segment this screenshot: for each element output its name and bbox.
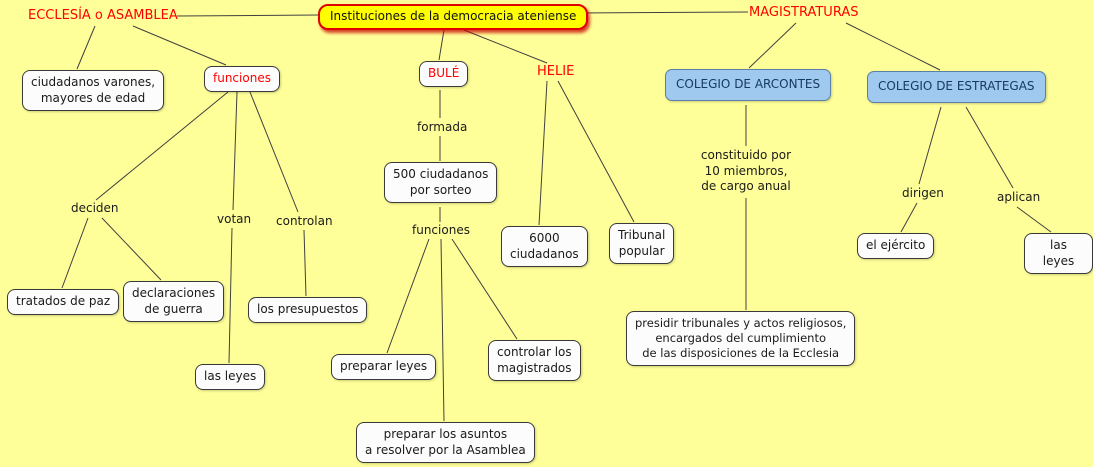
label-formada: formada — [417, 120, 468, 134]
node-colegio-estrategas: COLEGIO DE ESTRATEGAS — [867, 71, 1046, 103]
label-deciden: deciden — [71, 201, 119, 215]
node-tratados-de-paz: tratados de paz — [7, 289, 120, 315]
connector — [228, 227, 233, 364]
connector — [386, 238, 430, 354]
label-funciones-bule: funciones — [412, 223, 470, 237]
connector — [176, 14, 319, 17]
connector — [132, 25, 227, 66]
connector — [748, 22, 797, 69]
node-preparar-asuntos: preparar los asuntos a resolver por la A… — [356, 422, 535, 464]
node-funciones-ecclesia: funciones — [204, 66, 280, 92]
connector — [538, 80, 548, 226]
node-preparar-leyes: preparar leyes — [331, 354, 437, 380]
connector — [965, 106, 1014, 189]
connector — [557, 80, 635, 223]
connector — [303, 229, 307, 297]
node-declaraciones-de-guerra: declaraciones de guerra — [123, 281, 225, 323]
node-bule: BULÉ — [419, 61, 469, 87]
label-controlan: controlan — [276, 214, 333, 228]
node-500-ciudadanos: 500 ciudadanos por sorteo — [384, 162, 498, 204]
connector — [76, 25, 96, 70]
connector — [61, 217, 89, 289]
node-el-ejercito: el ejército — [857, 233, 935, 259]
node-los-presupuestos: los presupuestos — [248, 297, 368, 323]
heading-ecclesia: ECCLESÍA o ASAMBLEA — [28, 8, 178, 23]
label-votan: votan — [217, 212, 252, 226]
node-presidir-tribunales: presidir tribunales y actos religiosos, … — [626, 311, 856, 366]
connector — [900, 202, 918, 233]
node-ciudadanos-varones: ciudadanos varones, mayores de edad — [22, 70, 165, 112]
label-constituido-por: constituido por 10 miembros, de cargo an… — [700, 148, 792, 194]
connector — [101, 217, 162, 281]
connector — [845, 22, 941, 71]
connector — [1016, 206, 1052, 233]
node-las-leyes-estrategas: las leyes — [1024, 233, 1093, 275]
connector — [918, 106, 942, 185]
node-title: Instituciones de la democracia ateniense — [318, 4, 589, 30]
node-las-leyes-votan: las leyes — [195, 364, 266, 390]
connector — [249, 91, 299, 213]
node-controlar-magistrados: controlar los magistrados — [488, 340, 581, 382]
node-tribunal-popular: Tribunal popular — [609, 223, 675, 265]
heading-magistraturas: MAGISTRATURAS — [749, 5, 859, 20]
connector — [232, 91, 238, 211]
connector — [577, 11, 749, 14]
node-6000-ciudadanos: 6000 ciudadanos — [501, 226, 588, 268]
label-aplican: aplican — [997, 190, 1041, 204]
node-helie: HELIE — [537, 64, 575, 79]
node-colegio-arcontes: COLEGIO DE ARCONTES — [665, 69, 832, 101]
connector — [463, 29, 548, 64]
connector — [438, 29, 445, 61]
connector — [440, 238, 445, 422]
label-dirigen: dirigen — [902, 186, 944, 200]
